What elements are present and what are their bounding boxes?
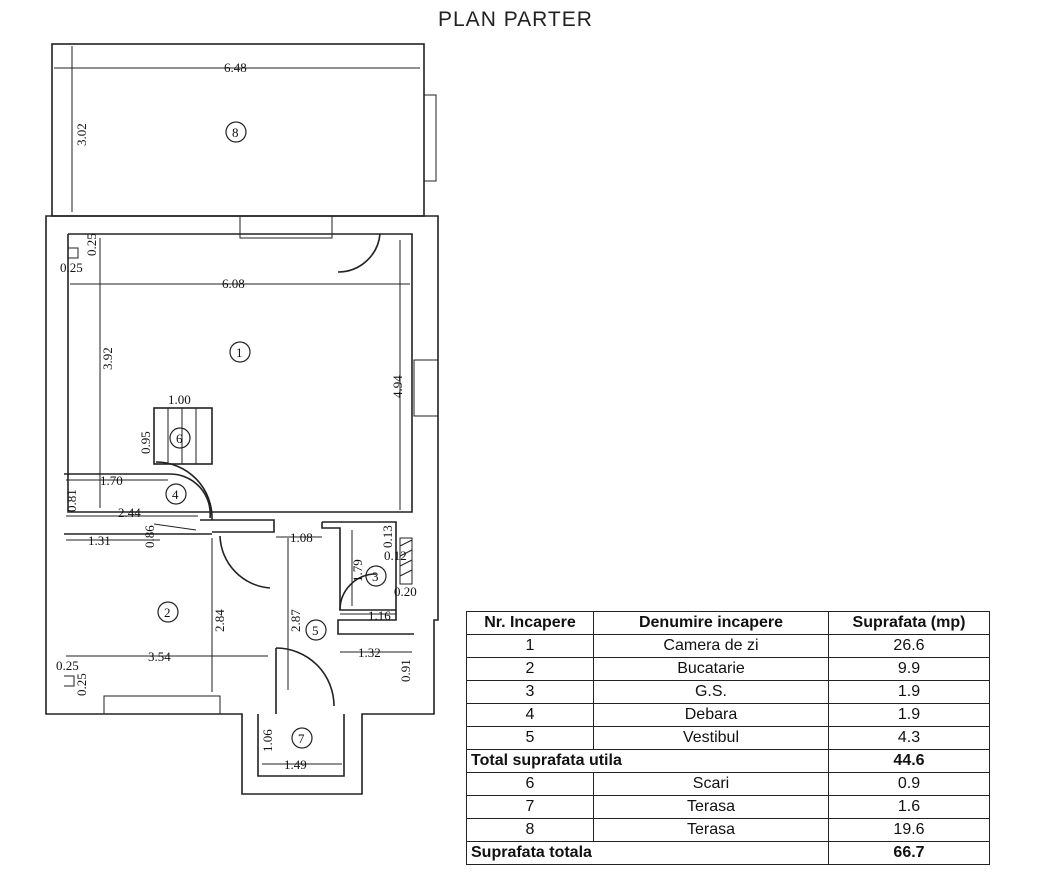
room-marker-3: 3	[372, 569, 379, 584]
gs-inner	[321, 522, 396, 611]
room-marker-6-circle	[169, 427, 191, 449]
dim-0.91: 0.91	[398, 659, 413, 682]
dim-3.54: 3.54	[148, 649, 171, 664]
dim-0.13: 0.13	[380, 525, 395, 548]
dim-arrow-stub	[153, 523, 197, 531]
dim-0.25d: 0.25	[74, 673, 89, 696]
dim-4.94: 4.94	[390, 375, 405, 398]
dim-2.44: 2.44	[118, 505, 141, 520]
dim-0.25b: 0.25	[60, 260, 83, 275]
dim-0.81: 0.81	[64, 489, 79, 512]
dim-1.70: 1.70	[100, 473, 123, 488]
dim-2.84: 2.84	[212, 609, 227, 632]
room-marker-8-circle	[225, 121, 247, 143]
table-row: 8 Terasa 19.6	[466, 818, 990, 842]
dim-1.08: 1.08	[290, 530, 313, 545]
room-marker-8: 8	[232, 125, 239, 140]
dim-6.08: 6.08	[222, 276, 245, 291]
dim-3.92: 3.92	[100, 347, 115, 370]
inner-wall-room1	[67, 233, 413, 513]
debara-arc	[169, 473, 211, 519]
table-row: 3 G.S. 1.9	[466, 680, 990, 704]
table-row: 7 Terasa 1.6	[466, 795, 990, 819]
header-name: Denumire incapere	[593, 611, 829, 635]
table-header-row: Nr. Incapere Denumire incapere Suprafata…	[466, 611, 990, 635]
room-marker-3-circle	[365, 565, 387, 587]
table-row: 4 Debara 1.9	[466, 703, 990, 727]
room-marker-5: 5	[312, 623, 319, 638]
dim-1.79: 1.79	[350, 559, 365, 582]
gs-wall	[322, 521, 414, 635]
header-nr: Nr. Incapere	[466, 611, 594, 635]
table-total-row: Suprafata totala 66.7	[466, 841, 990, 865]
dim-1.16: 1.16	[368, 608, 391, 623]
table-row: 2 Bucatarie 9.9	[466, 657, 990, 681]
outer-wall	[45, 215, 439, 795]
room-marker-2-circle	[157, 601, 179, 623]
dim-0.25a: 0.25	[84, 233, 99, 256]
dim-2.87: 2.87	[288, 609, 303, 632]
total-value: 66.7	[828, 841, 990, 865]
door-room1	[337, 233, 381, 273]
room-marker-4: 4	[172, 487, 179, 502]
dim-0.25c: 0.25	[56, 658, 79, 673]
dim-1.06: 1.06	[260, 729, 275, 752]
room-marker-6: 6	[176, 431, 183, 446]
door-gs	[339, 573, 377, 611]
dim-6.48: 6.48	[224, 60, 247, 75]
room-area-table: Nr. Incapere Denumire incapere Suprafata…	[466, 611, 990, 865]
stairs-6	[153, 407, 213, 465]
dim-1.32: 1.32	[358, 645, 381, 660]
dim-0.95: 0.95	[138, 431, 153, 454]
total-util-label: Total suprafata utila	[466, 749, 829, 773]
table-row: 6 Scari 0.9	[466, 772, 990, 796]
room-marker-1-circle	[229, 341, 251, 363]
room-marker-1: 1	[236, 345, 243, 360]
room-marker-7-circle	[291, 727, 313, 749]
header-area: Suprafata (mp)	[828, 611, 990, 635]
room-marker-4-circle	[165, 483, 187, 505]
window-right	[413, 359, 439, 417]
door-kitchen	[219, 535, 271, 589]
door-entrance	[275, 647, 335, 707]
terrace-7-outline	[257, 714, 345, 777]
terrace-window	[423, 94, 437, 182]
debara-arc-outer	[155, 461, 213, 521]
dim-0.12: 0.12	[384, 548, 407, 563]
dim-1.49: 1.49	[284, 757, 307, 772]
chimney	[399, 537, 413, 585]
table-row: 1 Camera de zi 26.6	[466, 634, 990, 658]
total-util-value: 44.6	[828, 749, 990, 773]
window-top	[239, 215, 333, 239]
table-total-util-row: Total suprafata utila 44.6	[466, 749, 990, 773]
table-row: 5 Vestibul 4.3	[466, 726, 990, 750]
dim-1.31: 1.31	[88, 533, 111, 548]
total-label: Suprafata totala	[466, 841, 829, 865]
dim-3.02: 3.02	[74, 123, 89, 146]
dim-0.86: 0.86	[142, 525, 157, 548]
dim-0.20: 0.20	[394, 584, 417, 599]
room-marker-7: 7	[298, 731, 305, 746]
dim-1.00: 1.00	[168, 392, 191, 407]
window-bottom	[103, 695, 221, 715]
room-marker-2: 2	[164, 605, 171, 620]
room-marker-5-circle	[305, 619, 327, 641]
wall-kitchen-top	[200, 519, 275, 533]
